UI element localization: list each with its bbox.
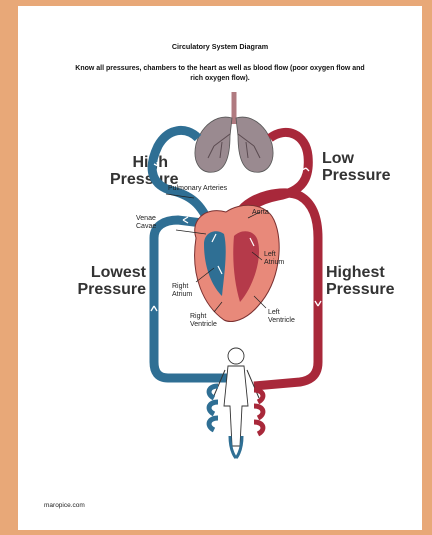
venae-cavae-label-line1: Venae — [136, 215, 156, 222]
left-atrium-label-line1: Left — [264, 251, 276, 258]
diagram-sheet: Circulatory System Diagram Know all pres… — [18, 6, 422, 530]
right-ventricle-label-line1: Right — [190, 313, 206, 320]
right-atrium-label-line2: Atrium — [172, 291, 192, 298]
right-atrium-label-line1: Right — [172, 283, 188, 290]
pulmonary-arteries-label: Pulmonary Arteries — [168, 185, 228, 192]
lungs — [195, 92, 273, 172]
left-ventricle-label-line2: Ventricle — [268, 317, 295, 324]
circulation-diagram: Pulmonary Arteries Venae Cavae Aorta Lef… — [18, 6, 422, 530]
right-ventricle-label-line2: Ventricle — [190, 321, 217, 328]
left-ventricle-label-line1: Left — [268, 309, 280, 316]
venae-cavae-label-line2: Cavae — [136, 223, 156, 230]
left-atrium-label-line2: Atrium — [264, 259, 284, 266]
body-figure — [213, 348, 259, 446]
aorta-label: Aorta — [252, 209, 269, 216]
source-credit: maropice.com — [44, 502, 85, 509]
